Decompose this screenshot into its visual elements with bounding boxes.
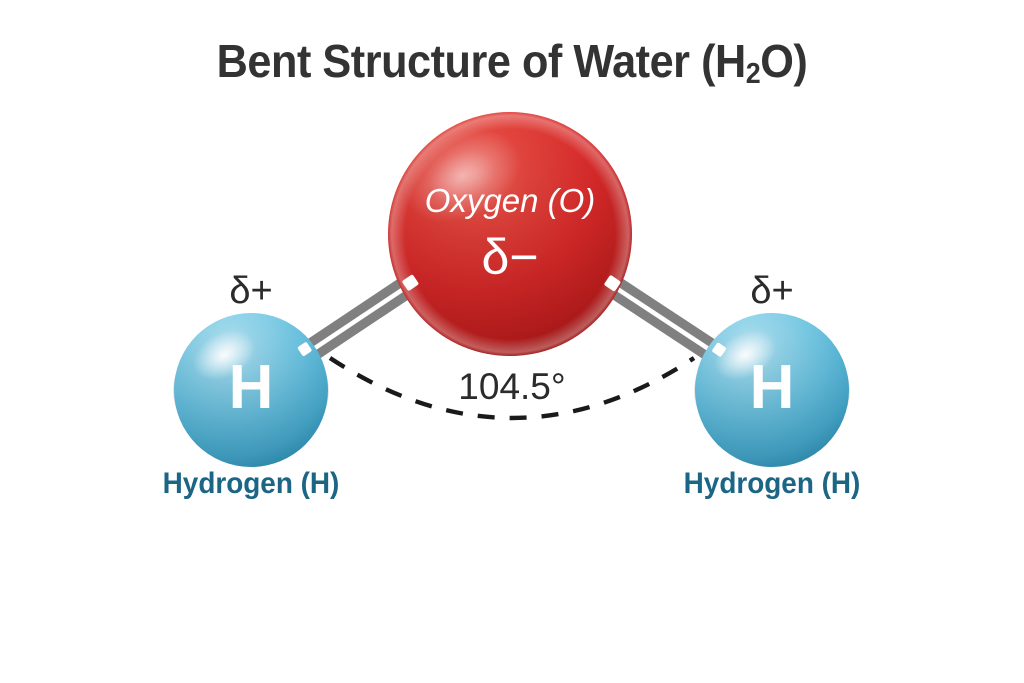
page-title-tail: O) <box>760 35 808 87</box>
hydrogen-left-partial-charge-label: δ+ <box>229 270 273 312</box>
hydrogen-right-symbol: H <box>749 353 795 422</box>
hydrogen-right-name-label: Hydrogen (H) <box>683 467 861 500</box>
hydrogen-left-name-label: Hydrogen (H) <box>162 467 340 500</box>
oxygen-left-bond-glint <box>402 274 419 291</box>
page-title: Bent Structure of Water (H2O) <box>31 34 994 91</box>
hydrogen-left-symbol: H <box>228 353 274 422</box>
bond-angle-arc <box>328 356 696 421</box>
oxygen-atom[interactable] <box>388 111 632 356</box>
hydrogen-left-highlight <box>193 330 255 380</box>
oxygen-partial-charge-label: δ− <box>481 229 539 285</box>
page-title-main: Bent Structure of Water (H <box>216 35 747 87</box>
hydrogen-right-bond-glint <box>712 342 726 357</box>
hydrogen-right-atom[interactable] <box>694 313 850 467</box>
oxygen-highlight <box>403 129 521 223</box>
hydrogen-left-atom[interactable] <box>173 313 329 467</box>
hydrogen-right-partial-charge-label: δ+ <box>750 270 794 312</box>
oxygen-right-bond-glint <box>604 275 621 292</box>
bond-angle-label: 104.5° <box>458 366 566 407</box>
oxygen-name-label: Oxygen (O) <box>424 182 596 219</box>
page-title-subscript: 2 <box>745 58 761 91</box>
hydrogen-right-highlight <box>714 330 776 380</box>
hydrogen-left-bond-glint <box>297 342 312 356</box>
